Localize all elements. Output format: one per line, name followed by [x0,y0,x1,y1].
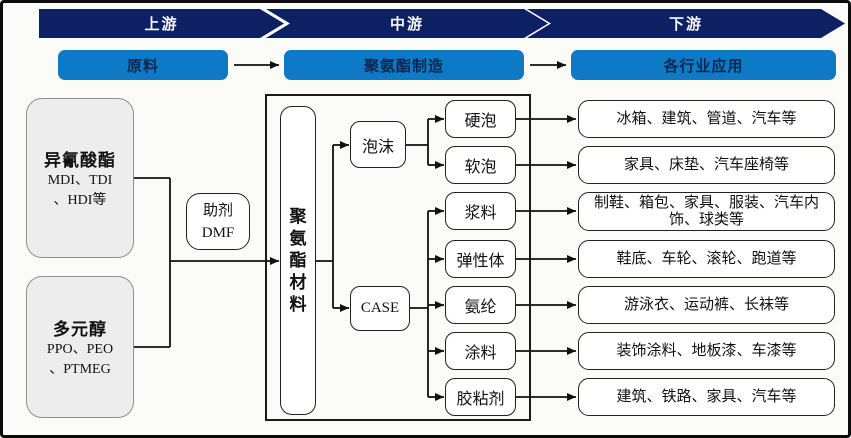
additive-code: DMF [201,224,235,241]
product-coating-label: 涂料 [464,345,497,362]
polyol-sub-line2: 、PTMEG [49,361,111,377]
application-rigid-foam-label: 冰箱、建筑、管道、汽车等 [616,110,797,127]
banner-midstream: 中游 [266,9,548,38]
product-spandex: 氨纶 [445,286,516,324]
product-flexible-foam-label: 软泡 [464,159,497,176]
additive-name: 助剂 [202,202,233,219]
banner-downstream-label: 下游 [668,17,703,33]
application-rigid-foam: 冰箱、建筑、管道、汽车等 [578,100,835,138]
isocyanate-sub-line1: MDI、TDI [47,172,113,188]
connector-lines [134,61,576,401]
isocyanate-title: 异氰酸酯 [44,150,116,170]
stage-raw-materials: 原料 [58,50,228,80]
application-spandex-label: 游泳衣、运动裤、长袜等 [623,296,789,313]
category-case: CASE [350,286,410,331]
stage-raw-materials-label: 原料 [126,58,159,75]
stage-industry-applications: 各行业应用 [571,50,836,80]
product-adhesive: 胶粘剂 [445,378,516,416]
application-coating-label: 装饰涂料、地板漆、车漆等 [616,342,797,359]
banner-upstream-label: 上游 [144,17,179,33]
additive-node: 助剂 DMF [186,193,250,250]
stage-pu-manufacturing-label: 聚氨酯制造 [363,58,444,75]
banner-upstream: 上游 [39,9,284,38]
product-elastomer-label: 弹性体 [456,253,505,270]
application-elastomer: 鞋底、车轮、滚轮、跑道等 [578,240,835,278]
product-rigid-foam-label: 硬泡 [464,113,497,130]
isocyanate-sub-line2: 、HDI等 [53,192,107,208]
application-spandex: 游泳衣、运动裤、长袜等 [578,286,835,324]
raw-material-polyol: 多元醇 PPO、PEO 、PTMEG [26,276,134,418]
product-elastomer: 弹性体 [445,240,516,278]
application-elastomer-label: 鞋底、车轮、滚轮、跑道等 [616,250,797,267]
product-spandex-label: 氨纶 [464,299,497,316]
application-flexible-foam-label: 家具、床垫、汽车座椅等 [623,156,789,173]
core-material-label: 聚氨酯材料 [289,206,307,314]
application-adhesive-label: 建筑、铁路、家具、汽车等 [616,388,797,405]
application-adhesive: 建筑、铁路、家具、汽车等 [578,378,835,416]
application-flexible-foam: 家具、床垫、汽车座椅等 [578,146,835,184]
stage-pu-manufacturing: 聚氨酯制造 [284,50,524,80]
product-rigid-foam: 硬泡 [445,100,516,138]
raw-material-isocyanate: 异氰酸酯 MDI、TDI 、HDI等 [26,98,134,258]
product-slurry: 浆料 [445,192,516,230]
product-adhesive-label: 胶粘剂 [456,391,505,408]
category-foam-label: 泡沫 [361,138,394,156]
banner-downstream: 下游 [527,9,845,38]
category-foam: 泡沫 [350,121,406,168]
core-material-node: 聚氨酯材料 [280,106,316,415]
category-case-label: CASE [360,300,400,316]
application-coating: 装饰涂料、地板漆、车漆等 [578,332,835,370]
application-slurry: 制鞋、箱包、家具、服装、汽车内饰、球类等 [578,192,835,231]
product-slurry-label: 浆料 [464,205,497,222]
stage-industry-applications-label: 各行业应用 [663,58,744,75]
product-coating: 涂料 [445,332,516,370]
application-slurry-label: 制鞋、箱包、家具、服装、汽车内饰、球类等 [593,194,819,228]
polyol-title: 多元醇 [53,319,107,339]
polyol-sub-line1: PPO、PEO [46,341,114,357]
banner-midstream-label: 中游 [389,17,424,33]
product-flexible-foam: 软泡 [445,146,516,184]
midstream-boundary-box [265,94,531,421]
